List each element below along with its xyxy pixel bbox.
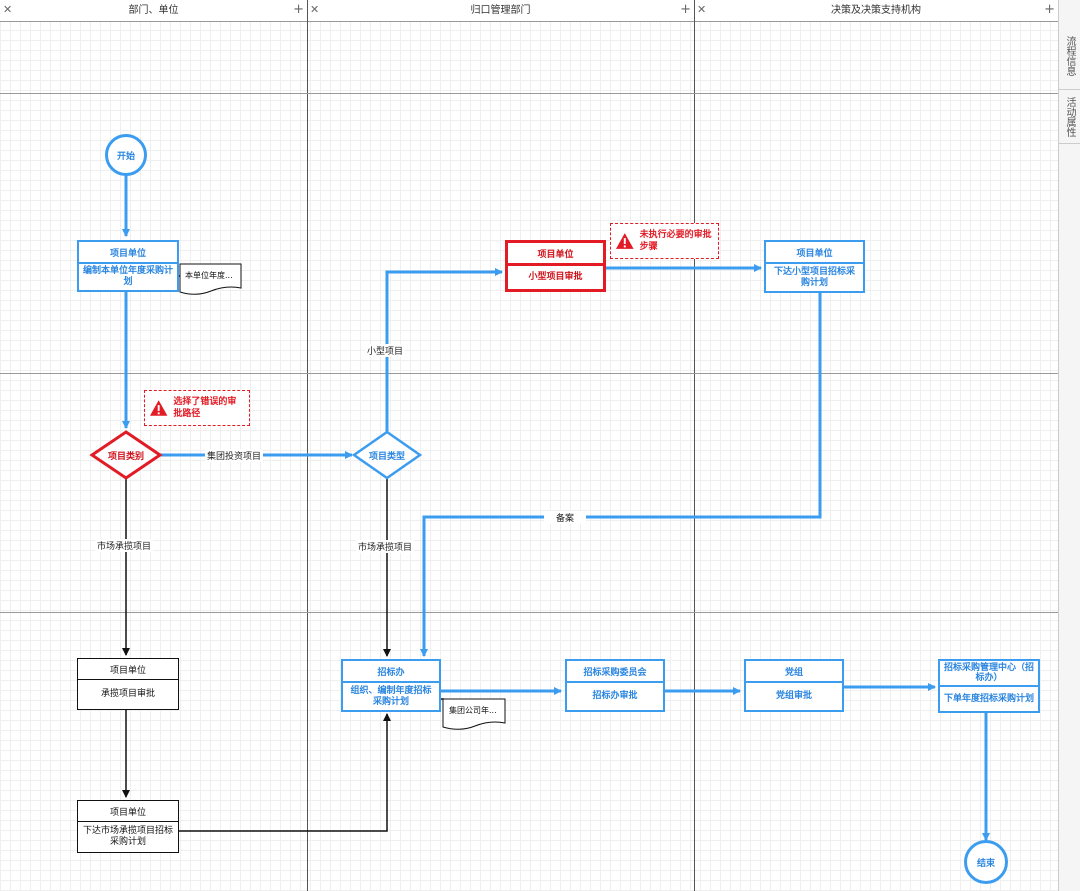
decision-shape [89,430,163,480]
warning-icon [615,233,634,249]
warning-text: 选择了错误的审批路径 [173,397,237,419]
node-body: 下达小型项目招标采购计划 [773,266,855,288]
edge-label-small-project: 小型项目 [365,344,406,357]
node-body: 下单年度招标采购计划 [944,693,1035,704]
lane-header-decision[interactable]: ✕ 决策及决策支持机构 + [694,0,1058,22]
decision-shape [351,430,423,480]
process-node-party-group[interactable]: 党组 党组审批 [744,659,844,712]
edge-label-market-mid: 市场承揽项目 [356,540,415,553]
node-title: 项目单位 [79,242,177,264]
tab-label: 活动属性 [1064,96,1075,137]
node-title: 项目单位 [766,242,863,264]
warning-icon [149,400,168,416]
add-icon[interactable]: + [1044,2,1055,17]
lane-header-departments[interactable]: ✕ 部门、单位 + [0,0,307,22]
node-body: 组织、编制年度招标采购计划 [350,685,432,707]
decision-label: 项目类型 [368,451,405,462]
tab-label: 流程信息 [1064,35,1075,76]
start-node[interactable]: 开始 [105,134,147,176]
document-annual-plan[interactable]: 本单位年度... [185,271,233,280]
edge-d2-to-n2 [385,268,503,432]
end-label: 结束 [976,858,995,869]
lane-divider [307,0,308,891]
lane-title: 部门、单位 [128,5,179,16]
process-node-plan[interactable]: 项目单位 编制本单位年度采购计划 [77,240,179,292]
process-node-small-approval[interactable]: 项目单位 小型项目审批 [505,240,606,292]
phase-divider [0,93,1058,94]
process-node-bidding-office[interactable]: 招标办 组织、编制年度招标采购计划 [341,659,441,712]
edge-label-market-left: 市场承揽项目 [95,539,154,552]
edge-label-filing: 备案 [544,511,587,524]
lane-title: 决策及决策支持机构 [831,5,921,16]
decision-project-category[interactable]: 项目类别 [92,432,160,478]
phase-divider [0,612,1058,613]
process-node-small-issue[interactable]: 项目单位 下达小型项目招标采购计划 [764,240,865,293]
node-title: 招标办 [343,661,439,683]
process-node-committee[interactable]: 招标采购委员会 招标办审批 [565,659,665,712]
close-icon[interactable]: ✕ [697,3,707,16]
connectors [89,175,990,841]
process-node-market-issue[interactable]: 项目单位 下达市场承揽项目招标采购计划 [77,800,179,853]
document-group-plan[interactable]: 集团公司年... [449,706,497,715]
node-body: 下达市场承揽项目招标采购计划 [82,826,173,847]
start-label: 开始 [116,151,135,162]
node-title: 招标采购委员会 [567,661,663,683]
edge-n5-to-n6 [179,713,391,832]
node-title: 招标采购管理中心（招标办） [940,661,1038,687]
process-node-market-approval[interactable]: 项目单位 承揽项目审批 [77,658,179,710]
node-body: 承揽项目审批 [100,689,155,699]
lane-header-management[interactable]: ✕ 归口管理部门 + [307,0,694,22]
tab-activity-properties[interactable]: 活动属性 [1059,90,1080,144]
decision-label: 项目类别 [107,451,144,462]
node-title: 党组 [746,661,842,683]
lane-title: 归口管理部门 [470,5,531,16]
warning-missing-step[interactable]: 未执行必要的审批步骤 [610,223,719,259]
node-title: 项目单位 [78,659,178,680]
tab-process-info[interactable]: 流程信息 [1059,22,1080,90]
close-icon[interactable]: ✕ [310,3,320,16]
lane-divider [694,0,695,891]
add-icon[interactable]: + [293,2,304,17]
edge-n3-to-n6 [420,293,822,657]
process-node-procurement-center[interactable]: 招标采购管理中心（招标办） 下单年度招标采购计划 [938,659,1040,713]
warning-wrong-path[interactable]: 选择了错误的审批路径 [144,390,250,426]
phase-divider [0,373,1058,374]
document-shape [442,698,506,730]
side-panel: 流程信息 活动属性 [1058,0,1080,891]
end-node[interactable]: 结束 [964,840,1008,884]
close-icon[interactable]: ✕ [3,3,13,16]
document-shape [179,263,242,295]
node-title: 项目单位 [508,243,603,266]
warning-text: 未执行必要的审批步骤 [639,230,712,252]
add-icon[interactable]: + [680,2,691,17]
node-body: 编制本单位年度采购计划 [83,266,174,287]
node-body: 小型项目审批 [528,272,583,282]
flowchart-canvas[interactable]: ✕ 部门、单位 + ✕ 归口管理部门 + ✕ 决策及决策支持机构 + [0,0,1058,891]
node-title: 项目单位 [78,801,178,822]
decision-project-type[interactable]: 项目类型 [354,432,420,478]
node-body: 招标办审批 [592,691,638,701]
edge-label-group-investment: 集团投资项目 [205,449,264,462]
node-body: 党组审批 [775,691,812,701]
